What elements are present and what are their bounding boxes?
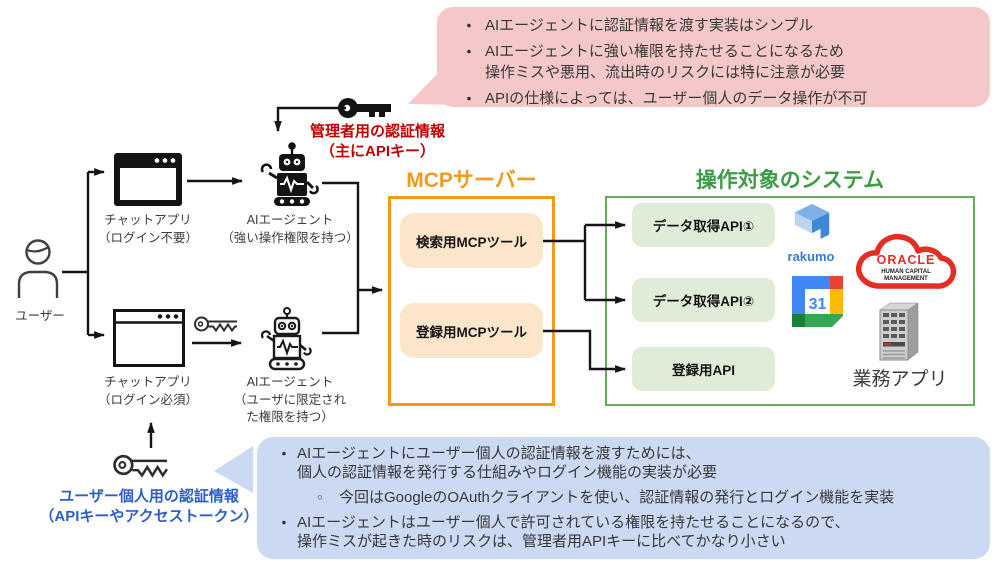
user-key-small-icon <box>194 316 237 333</box>
blue-bubble-tail <box>214 446 253 493</box>
bullet-icon: ● <box>281 517 287 527</box>
chat-app-public-label: チャットアプリ （ログイン不要） <box>97 213 198 245</box>
user-auth-callout: ● AIエージェントにユーザー個人の認証情報を渡すためには、 個人の認証情報を発… <box>257 437 990 559</box>
mcp-tool-search: 検索用MCPツール <box>400 213 543 268</box>
admin-credential-label: 管理者用の認証情報 （主にAPIキー） <box>309 123 445 160</box>
mcp-server-title: MCPサーバー <box>406 169 537 192</box>
circle-bullet-icon: ○ <box>317 492 323 503</box>
callout-text: AIエージェントはユーザー個人で許可されている権限を持たせることになるので、 操… <box>297 514 850 550</box>
user-label: ユーザー <box>15 309 65 323</box>
bullet-icon: ● <box>466 46 472 56</box>
api-fetch-1: データ取得API① <box>632 203 775 247</box>
callout-subitem: ○ 今回はGoogleのOAuthクライアントを使い、認証情報の発行とログイン機… <box>301 488 980 507</box>
bullet-icon: ● <box>466 93 472 103</box>
ai-agent-user-label: AIエージェント （ユーザに限定され た権限を持つ） <box>233 375 347 424</box>
oracle-hcm-line1: HUMAN CAPITAL <box>881 269 931 275</box>
ai-agent-admin-label: AIエージェント （強い操作権限を持つ） <box>221 213 359 245</box>
oracle-wordmark: ORACLE <box>877 253 936 267</box>
rakumo-logo-icon <box>794 203 830 239</box>
callout-item: ● AIエージェントに強い権限を持たせることになるため 操作ミスや悪用、流出時の… <box>453 41 980 83</box>
mcp-tool-register: 登録用MCPツール <box>400 303 543 358</box>
callout-item: ● APIの仕様によっては、ユーザー個人のデータ操作が不可 <box>453 88 980 109</box>
api-fetch-2: データ取得API② <box>632 278 775 322</box>
callout-item: ● AIエージェントにユーザー個人の認証情報を渡すためには、 個人の認証情報を発… <box>271 444 980 482</box>
arrow-agents-to-mcp <box>322 181 384 335</box>
user-credential-label: ユーザー個人用の認証情報 （APIキーやアクセストークン） <box>39 488 259 525</box>
robot-agent-outline-icon <box>260 307 312 371</box>
business-app-label: 業務アプリ <box>852 369 948 390</box>
admin-key-icon <box>338 98 391 118</box>
user-icon <box>17 239 59 298</box>
callout-text: 今回はGoogleのOAuthクライアントを使い、認証情報の発行とログイン機能を… <box>339 489 895 506</box>
browser-window-filled-icon <box>114 153 182 206</box>
callout-text: APIの仕様によっては、ユーザー個人のデータ操作が不可 <box>485 90 868 107</box>
chat-app-login-label: チャットアプリ （ログイン必須） <box>97 375 198 407</box>
google-calendar-icon: 31 <box>792 276 843 327</box>
robot-agent-filled-icon <box>260 142 319 206</box>
browser-window-outline-icon <box>113 309 185 367</box>
server-tower-icon <box>879 302 919 361</box>
api-register: 登録用API <box>632 347 775 391</box>
bullet-icon: ● <box>281 448 287 458</box>
bullet-icon: ● <box>466 20 472 30</box>
callout-text: AIエージェントに強い権限を持たせることになるため 操作ミスや悪用、流出時のリス… <box>485 43 846 81</box>
callout-item: ● AIエージェントに認証情報を渡す実装はシンプル <box>453 15 980 36</box>
callout-text: AIエージェントにユーザー個人の認証情報を渡すためには、 個人の認証情報を発行す… <box>297 445 718 481</box>
oracle-hcm-line2: MANAGEMENT <box>884 276 928 282</box>
oracle-hcm-cloud-icon: ORACLE HUMAN CAPITAL MANAGEMENT <box>856 233 957 289</box>
callout-item: ● AIエージェントはユーザー個人で許可されている権限を持たせることになるので、… <box>271 513 980 551</box>
callout-text: AIエージェントに認証情報を渡す実装はシンプル <box>485 17 814 34</box>
calendar-day-number: 31 <box>809 296 827 313</box>
target-systems-title: 操作対象のシステム <box>695 169 885 192</box>
rakumo-wordmark: rakumo <box>787 249 835 264</box>
admin-risk-callout: ● AIエージェントに認証情報を渡す実装はシンプル ● AIエージェントに強い権… <box>437 7 990 107</box>
user-key-icon <box>113 454 168 478</box>
